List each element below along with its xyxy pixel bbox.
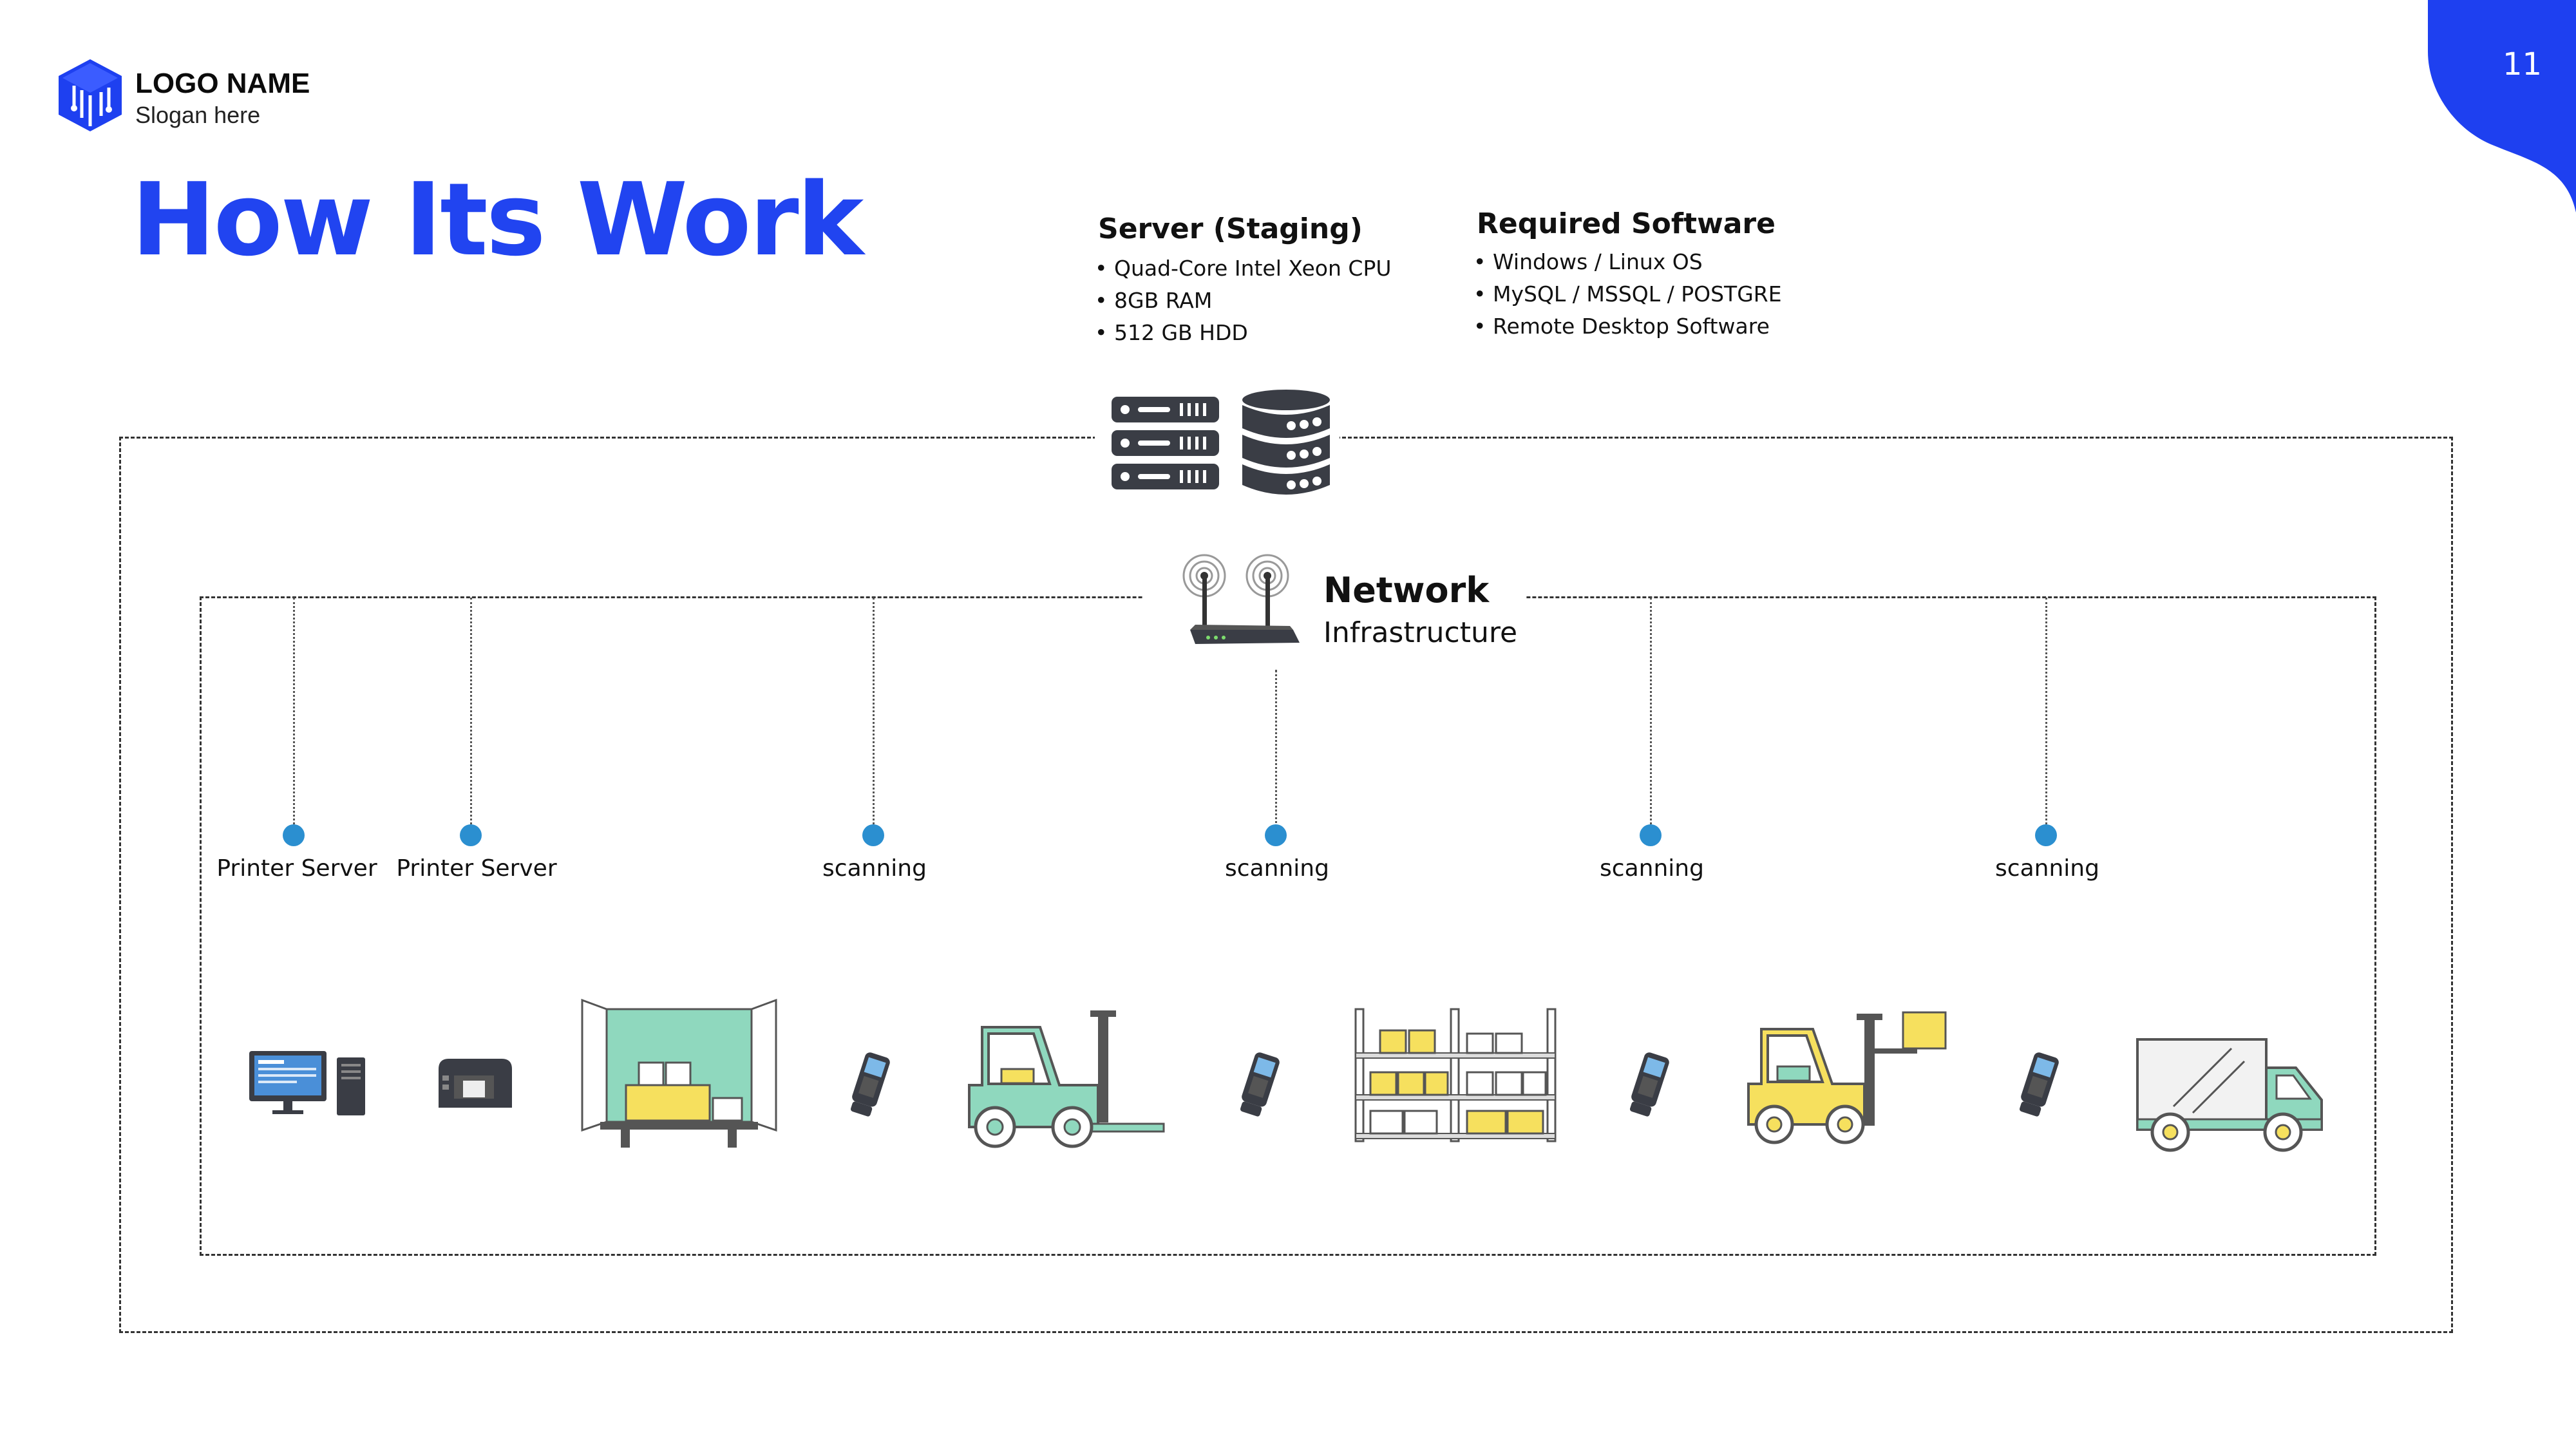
network-title: Network bbox=[1323, 570, 1490, 611]
handheld-scanner-icon bbox=[1629, 1052, 1669, 1117]
server-rack-icon bbox=[1112, 397, 1219, 489]
node-dot bbox=[283, 824, 305, 846]
connector-line bbox=[293, 598, 295, 836]
software-item: Remote Desktop Software bbox=[1473, 310, 1782, 343]
connector-line bbox=[1650, 598, 1652, 836]
server-heading: Server (Staging) bbox=[1098, 213, 1363, 245]
logo-cube-icon bbox=[59, 59, 122, 131]
connector-line bbox=[873, 598, 875, 836]
server-spec-item: 512 GB HDD bbox=[1095, 317, 1392, 349]
node-label-scanning: scanning bbox=[1600, 855, 1704, 882]
handheld-scanner-icon bbox=[850, 1052, 890, 1117]
inner-network-boundary bbox=[200, 596, 2376, 1256]
node-label-scanning: scanning bbox=[1995, 855, 2099, 882]
node-label-scanning: scanning bbox=[822, 855, 927, 882]
label-printer-icon bbox=[439, 1059, 512, 1108]
desktop-computer-icon bbox=[249, 1051, 365, 1115]
network-subtitle: Infrastructure bbox=[1323, 616, 1518, 649]
forklift-icon bbox=[1747, 1011, 1947, 1144]
node-label-printer-server: Printer Server bbox=[396, 855, 557, 882]
container-icon bbox=[581, 998, 777, 1148]
server-spec-item: 8GB RAM bbox=[1095, 285, 1392, 317]
server-spec-item: Quad-Core Intel Xeon CPU bbox=[1095, 252, 1392, 285]
node-dot bbox=[460, 824, 482, 846]
node-dot bbox=[2035, 824, 2057, 846]
handheld-scanner-icon bbox=[2019, 1052, 2059, 1117]
node-label-printer-server: Printer Server bbox=[216, 855, 377, 882]
server-spec-list: Quad-Core Intel Xeon CPU 8GB RAM 512 GB … bbox=[1095, 252, 1392, 349]
logo-slogan: Slogan here bbox=[135, 102, 261, 128]
warehouse-shelf-icon bbox=[1354, 1008, 1557, 1142]
delivery-truck-icon bbox=[2136, 1038, 2323, 1152]
page-title: How Its Work bbox=[131, 161, 864, 278]
software-heading: Required Software bbox=[1477, 207, 1776, 240]
node-dot bbox=[1640, 824, 1662, 846]
software-item: MySQL / MSSQL / POSTGRE bbox=[1473, 278, 1782, 310]
software-item: Windows / Linux OS bbox=[1473, 246, 1782, 278]
forklift-icon bbox=[968, 1010, 1165, 1148]
software-list: Windows / Linux OS MySQL / MSSQL / POSTG… bbox=[1473, 246, 1782, 343]
node-label-scanning: scanning bbox=[1225, 855, 1329, 882]
corner-tab-shape bbox=[2428, 0, 2576, 213]
router-icon bbox=[1182, 554, 1300, 644]
handheld-scanner-icon bbox=[1240, 1052, 1280, 1117]
node-dot bbox=[1265, 824, 1287, 846]
page-number: 11 bbox=[2503, 46, 2543, 82]
connector-line bbox=[470, 598, 472, 836]
node-dot bbox=[862, 824, 884, 846]
connector-line bbox=[1275, 670, 1277, 836]
logo-name: LOGO NAME bbox=[135, 68, 310, 99]
connector-line bbox=[2045, 598, 2047, 836]
database-icon bbox=[1242, 390, 1330, 495]
